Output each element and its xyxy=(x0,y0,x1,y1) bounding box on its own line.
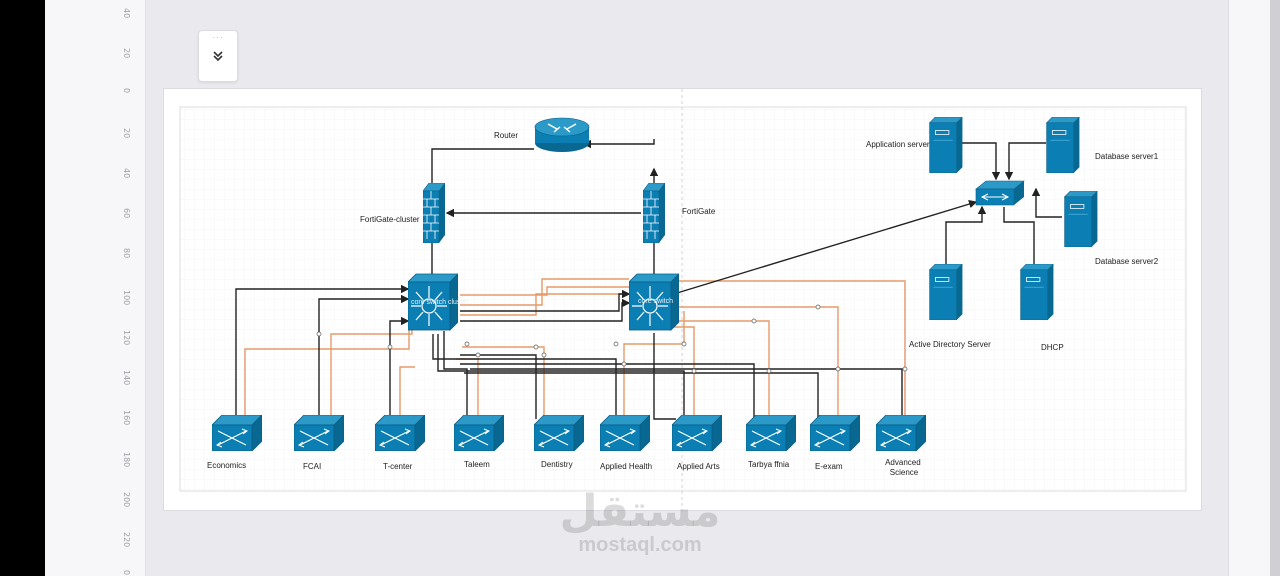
fortigate-cluster-node[interactable]: FortiGate-cluster xyxy=(360,183,445,243)
ruler-tick: 20 xyxy=(122,48,131,59)
ruler-tick: 20 xyxy=(122,128,131,139)
ruler-tick: 40 xyxy=(122,168,131,179)
active-directory-server-node[interactable]: Active Directory Server xyxy=(909,264,991,349)
dhcp-label: DHCP xyxy=(1041,343,1064,352)
core-switch-label: core switch xyxy=(638,298,673,305)
department-switches: Economics FCAI T-center Taleem Dentistry… xyxy=(207,415,926,477)
database-server2-node[interactable]: Database server2 xyxy=(1064,191,1159,266)
core-switch-cluster-node[interactable]: core switch cluster xyxy=(408,273,469,331)
ruler-tick: 60 xyxy=(122,208,131,219)
switch-taleem[interactable]: Taleem xyxy=(454,415,504,469)
switch-tarbya-ffnia[interactable]: Tarbya ffnia xyxy=(746,415,796,469)
department-label: FCAI xyxy=(303,462,321,471)
right-panel-strip xyxy=(1228,0,1271,576)
department-label-line2: Science xyxy=(890,468,919,477)
diagram-page[interactable]: Router FortiGate-cluster FortiGate core … xyxy=(163,88,1202,511)
ruler-tick: 0 xyxy=(122,88,131,94)
right-bezel xyxy=(1270,0,1280,576)
grip-dots: ··· xyxy=(212,33,224,42)
fortigate-cluster-label: FortiGate-cluster xyxy=(360,215,420,224)
ruler-tick: 180 xyxy=(122,452,131,468)
line-jumps xyxy=(316,304,908,374)
ruler-tick: 40 xyxy=(122,8,131,19)
department-label: Advanced Science xyxy=(885,458,923,477)
department-label-line1: Advanced xyxy=(885,458,921,467)
switch-e-exam[interactable]: E-exam xyxy=(810,415,860,471)
application-server-label: Application server xyxy=(866,140,930,149)
database-server2-label: Database server2 xyxy=(1095,257,1159,266)
department-label: Economics xyxy=(207,461,246,470)
switch-economics[interactable]: Economics xyxy=(207,415,262,470)
switch-applied-health[interactable]: Applied Health xyxy=(600,415,652,471)
department-label: Applied Arts xyxy=(677,462,720,471)
ruler-tick: 220 xyxy=(122,532,131,548)
department-label: E-exam xyxy=(815,462,843,471)
department-label: Tarbya ffnia xyxy=(748,460,790,469)
department-label: T-center xyxy=(383,462,413,471)
fortigate-label: FortiGate xyxy=(682,207,716,216)
application-server-node[interactable]: Application server xyxy=(866,117,963,173)
black-bezel-left xyxy=(0,0,45,576)
core-switch-node[interactable]: core switch xyxy=(629,273,679,331)
router-label: Router xyxy=(494,131,518,140)
ruler-tick: 100 xyxy=(122,290,131,306)
collapse-toolbar-button[interactable]: ··· xyxy=(198,30,238,82)
network-diagram: Router FortiGate-cluster FortiGate core … xyxy=(179,89,1187,510)
switch-dentistry[interactable]: Dentistry xyxy=(534,415,584,469)
ruler-tick: 140 xyxy=(122,370,131,386)
database-server1-node[interactable]: Database server1 xyxy=(1046,117,1159,173)
switch-advanced-science[interactable]: Advanced Science xyxy=(876,415,926,477)
ruler-tick: 80 xyxy=(122,248,131,259)
double-chevron-down-icon xyxy=(213,51,223,62)
server-switch-node[interactable] xyxy=(975,180,1025,206)
database-server1-label: Database server1 xyxy=(1095,152,1159,161)
router-node[interactable]: Router xyxy=(494,117,590,152)
ruler-tick: 120 xyxy=(122,330,131,346)
ruler-tick: 200 xyxy=(122,492,131,508)
dark-links xyxy=(235,139,1062,420)
active-directory-server-label: Active Directory Server xyxy=(909,340,991,349)
department-label: Applied Health xyxy=(600,462,652,471)
department-label: Taleem xyxy=(464,460,490,469)
ruler-tick: 160 xyxy=(122,410,131,426)
dhcp-server-node[interactable]: DHCP xyxy=(1020,264,1064,352)
switch-applied-arts[interactable]: Applied Arts xyxy=(672,415,722,471)
department-label: Dentistry xyxy=(541,460,573,469)
switch-t-center[interactable]: T-center xyxy=(375,415,425,471)
core-switch-cluster-label: core switch cluster xyxy=(411,299,469,306)
fortigate-node[interactable]: FortiGate xyxy=(643,183,716,243)
ruler-tick: 0 xyxy=(122,570,131,576)
switch-fcai[interactable]: FCAI xyxy=(294,415,344,471)
